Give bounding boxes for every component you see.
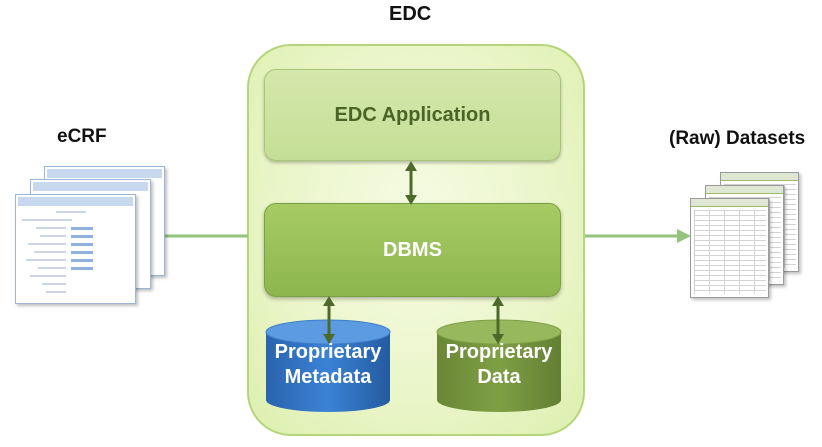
metadata-label-line1: Proprietary (274, 341, 382, 363)
data-label-line2: Data (477, 366, 521, 388)
edc-application-label: EDC Application (334, 103, 491, 126)
dbms-label: DBMS (383, 238, 442, 261)
datasets-label: (Raw) Datasets (669, 128, 806, 149)
metadata-label-line2: Metadata (284, 366, 372, 388)
data-label-line1: Proprietary (445, 341, 553, 363)
spreadsheets-icon (688, 172, 804, 300)
app-dbms-arrow (405, 161, 417, 205)
dbms-metadata-arrow (323, 296, 335, 344)
ecrf-forms-icon (14, 166, 165, 306)
ecrf-label: eCRF (57, 126, 107, 147)
edc-title: EDC (389, 3, 432, 25)
dbms-box: DBMS (264, 203, 561, 297)
datasets-arrow (585, 229, 691, 243)
edc-application-box: EDC Application (264, 69, 561, 161)
dbms-data-arrow (492, 296, 504, 344)
